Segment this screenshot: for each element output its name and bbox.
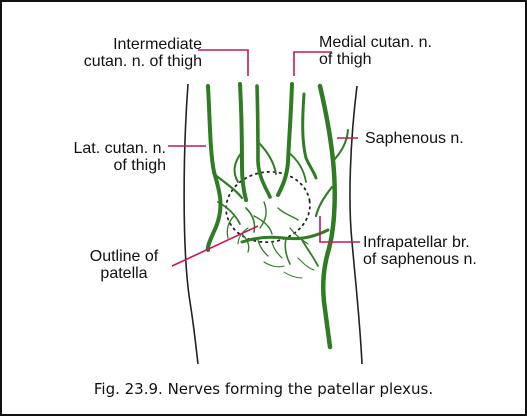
plexus-fibre <box>264 262 284 267</box>
figure-caption: Fig. 23.9. Nerves forming the patellar p… <box>2 380 525 398</box>
medial-cutaneous-nerve-b <box>303 94 316 178</box>
medial-cutaneous-nerve <box>278 84 292 195</box>
label-line: Medial cutan. n. <box>319 34 432 51</box>
plexus-fibre <box>272 242 282 258</box>
plexus-fibre <box>284 272 302 278</box>
saphenous-branch-2 <box>316 187 332 216</box>
leader-infrapatellar <box>320 216 360 242</box>
intermediate-cutaneous-nerve-a <box>240 84 246 200</box>
label-line: Outline of <box>74 248 174 265</box>
label-line: of saphenous n. <box>363 251 477 268</box>
label-infrapatellar: Infrapatellar br. of saphenous n. <box>363 234 477 268</box>
limb-outline-right <box>350 86 362 364</box>
label-lateral-cutaneous: Lat. cutan. n. of thigh <box>50 140 166 174</box>
label-saphenous: Saphenous n. <box>365 130 464 147</box>
limb-outline-left <box>184 84 198 364</box>
plexus-fibre <box>278 208 298 220</box>
label-line: Infrapatellar br. <box>363 234 477 251</box>
saphenous-nerve <box>320 86 335 347</box>
label-line: Lat. cutan. n. <box>50 140 166 157</box>
label-line: Saphenous n. <box>365 130 464 147</box>
label-medial-cutaneous: Medial cutan. n. of thigh <box>319 34 432 68</box>
infrapatellar-sub-2 <box>285 239 290 264</box>
label-line: of thigh <box>319 51 432 68</box>
label-line: of thigh <box>50 157 166 174</box>
label-line: Intermediate <box>22 36 202 53</box>
label-line: cutan. n. of thigh <box>22 53 202 70</box>
plexus-fibre <box>298 258 314 270</box>
infrapatellar-sub-1 <box>302 240 318 266</box>
intermediate-cutaneous-nerve-b <box>257 86 270 197</box>
label-patella-outline: Outline of patella <box>74 248 174 282</box>
plexus-fibre <box>290 228 308 244</box>
label-intermediate-cutaneous: Intermediate cutan. n. of thigh <box>22 36 202 70</box>
lateral-cutaneous-nerve <box>208 86 221 250</box>
plexus-fibre <box>254 216 272 234</box>
leader-intermediate <box>198 50 248 76</box>
label-line: patella <box>74 265 174 282</box>
